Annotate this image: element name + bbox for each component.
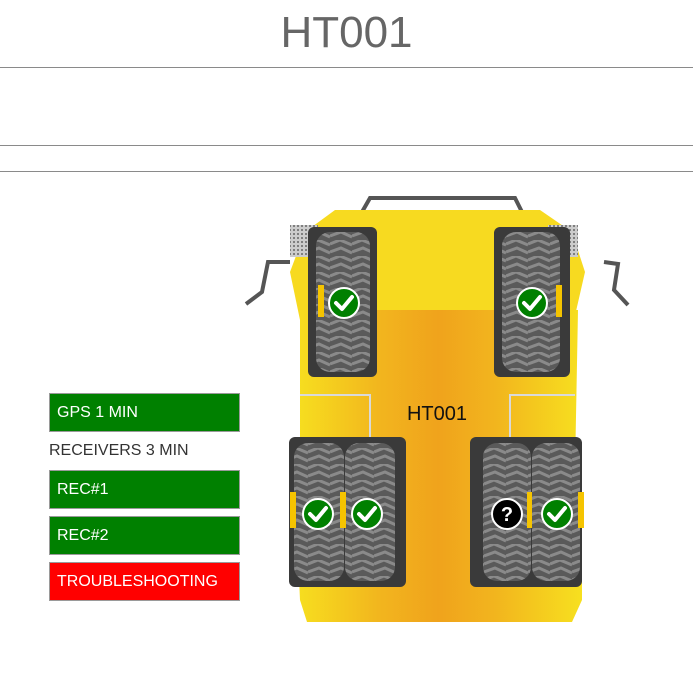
header-divider [0,67,693,68]
truck-label: HT001 [407,403,467,425]
check-icon [302,498,334,530]
check-icon [328,287,360,319]
svg-text:?: ? [501,504,513,526]
check-icon [541,498,573,530]
rec1-button[interactable]: REC#1 [49,470,240,509]
check-icon [516,287,548,319]
sensor-wire [300,394,575,445]
troubleshooting-button[interactable]: TROUBLESHOOTING [49,562,240,601]
receivers-label: RECEIVERS 3 MIN [49,442,189,459]
rec2-button[interactable]: REC#2 [49,516,240,555]
gps-status-button[interactable]: GPS 1 MIN [49,393,240,432]
mirror [244,260,630,307]
check-icon [351,498,383,530]
divider [0,171,693,172]
divider [0,145,693,146]
question-icon: ? [491,498,523,530]
page-title: HT001 [280,8,413,57]
status-panel: GPS 1 MIN RECEIVERS 3 MIN REC#1 REC#2 TR… [49,393,240,601]
